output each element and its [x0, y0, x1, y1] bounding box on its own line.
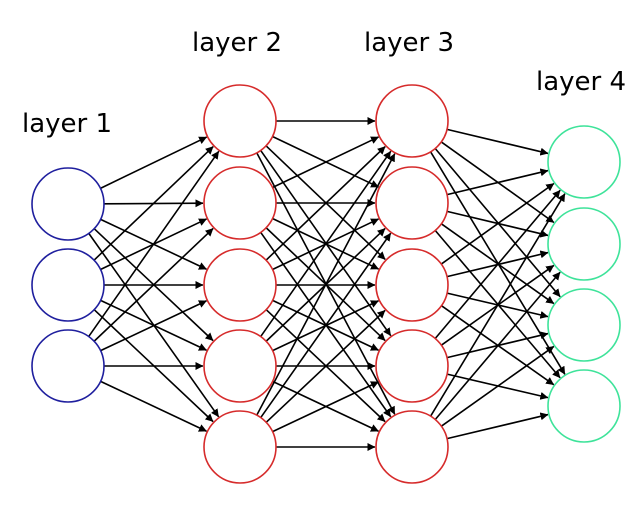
- edge-l1n3-l2n1: [88, 150, 220, 337]
- layer-2-node-2: [203, 166, 277, 240]
- edge-l1n3-l2n3: [100, 300, 207, 352]
- layer-1-node-3: [31, 329, 105, 403]
- edge-l2n2-l3n1: [272, 136, 379, 189]
- nodes-group: [31, 84, 621, 484]
- edge-l2n5-l3n3: [265, 309, 386, 423]
- edge-l2n4-l3n1: [260, 150, 392, 337]
- edge-l1n3-l2n2: [93, 227, 214, 342]
- edge-l3n5-l4n1: [429, 193, 566, 417]
- layer-4-node-3: [547, 288, 621, 362]
- edge-l3n1-l4n1: [446, 128, 549, 156]
- edge-l3n4-l4n1: [434, 189, 561, 339]
- layer-4-node-2: [547, 207, 621, 281]
- layer-2-node-3: [203, 248, 277, 322]
- layer-2-node-5: [203, 410, 277, 484]
- layer-1-label: layer 1: [22, 109, 112, 139]
- edge-l2n5-l3n1: [256, 153, 396, 416]
- layer-3-node-2: [375, 166, 449, 240]
- layer-2-node-4: [203, 329, 277, 403]
- edge-l3n2-l4n1: [446, 168, 549, 196]
- layer-4-label: layer 4: [536, 67, 626, 97]
- layer-4-node-4: [547, 369, 621, 443]
- layer-2-node-1: [203, 84, 277, 158]
- layer-1-node-2: [31, 248, 105, 322]
- edge-l3n5-l4n2: [434, 271, 561, 421]
- layer-3-node-3: [375, 248, 449, 322]
- edge-l1n2-l2n1: [93, 145, 214, 261]
- layer-3-node-5: [375, 410, 449, 484]
- edge-l3n5-l4n3: [440, 345, 555, 427]
- layer-2-label: layer 2: [192, 28, 282, 58]
- edge-l3n5-l4n4: [446, 412, 549, 440]
- layer-3-label: layer 3: [364, 28, 454, 58]
- edge-l1n3-l2n5: [100, 380, 207, 432]
- edge-l2n5-l3n2: [260, 232, 392, 419]
- layer-3-node-1: [375, 84, 449, 158]
- edge-l1n1-l2n1: [100, 136, 208, 190]
- layer-1-node-1: [31, 167, 105, 241]
- edge-l2n5-l3n4: [272, 381, 379, 433]
- edge-l3n3-l4n1: [440, 182, 555, 265]
- layer-4-node-1: [547, 125, 621, 199]
- connections-group: [88, 117, 566, 451]
- edge-l2n3-l3n1: [265, 145, 386, 261]
- layer-3-node-4: [375, 329, 449, 403]
